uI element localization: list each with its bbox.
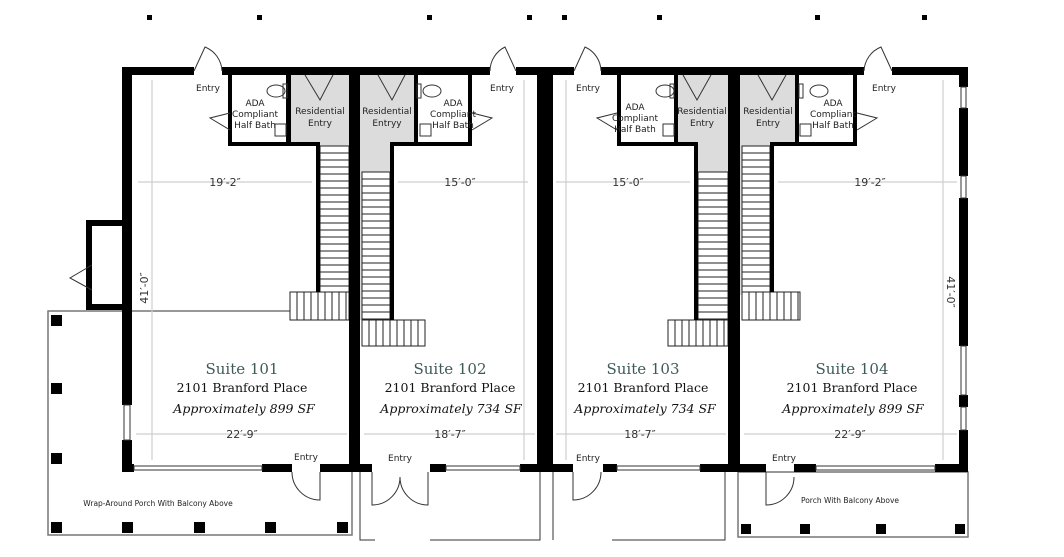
svg-text:2101 Branford Place: 2101 Branford Place [385,380,516,395]
svg-text:Half Bath: Half Bath [812,121,854,131]
grid-markers [147,15,927,20]
dim-102-top: 15′-0″ [444,176,476,189]
suite-102-label: Suite 102 2101 Branford Place Approximat… [379,360,523,416]
residential-entry-label: Entryy [372,119,402,129]
svg-text:Half Bath: Half Bath [614,125,656,135]
svg-text:Suite 103: Suite 103 [606,360,679,378]
dim-101-depth: 41′-0″ [138,272,151,304]
dimensions: 19′-2″ 15′-0″ 15′-0″ 19′-2″ 22′-9″ 18′-7… [138,176,957,441]
residential-entry-label: Residential [362,107,412,117]
dim-103-bottom: 18′-7″ [624,428,656,441]
porch-right-label: Porch With Balcony Above [801,496,899,505]
residential-entry-label: Residential [677,107,727,117]
entry-label: Entry [196,84,221,94]
stair-flight [741,145,771,293]
residential-entry-label: Entry [690,119,715,129]
porch-left: Wrap-Around Porch With Balcony Above [47,310,353,536]
walls [86,67,968,472]
toilet-icons [266,83,829,137]
stair-flight [361,171,391,321]
svg-text:2101 Branford Place: 2101 Branford Place [787,380,918,395]
stair-flight [361,319,426,347]
svg-text:Compliant: Compliant [232,110,278,120]
svg-text:ADA: ADA [443,99,463,109]
stairs [289,145,801,347]
svg-text:Compliant: Compliant [430,110,476,120]
svg-text:Compliant: Compliant [612,114,658,124]
svg-text:ADA: ADA [625,103,645,113]
porch-middle [359,472,726,541]
dim-101-top: 19′-2″ [209,176,241,189]
svg-text:Approximately 734 SF: Approximately 734 SF [379,401,523,416]
svg-text:Half Bath: Half Bath [432,121,474,131]
entry-label: Entry [576,454,601,464]
svg-text:Approximately 899 SF: Approximately 899 SF [172,401,316,416]
porch-left-label: Wrap-Around Porch With Balcony Above [83,499,233,508]
svg-text:2101 Branford Place: 2101 Branford Place [177,380,308,395]
entry-label: Entry [490,84,515,94]
svg-text:Compliant: Compliant [810,110,856,120]
svg-text:ADA: ADA [823,99,843,109]
svg-text:Suite 104: Suite 104 [815,360,888,378]
stair-flight [697,171,729,321]
entry-label: Entry [576,84,601,94]
residential-entry-label: Residential [743,107,793,117]
entry-label: Entry [388,454,413,464]
stair-flight [289,291,350,321]
svg-text:Suite 102: Suite 102 [413,360,486,378]
entry-label: Entry [294,453,319,463]
dim-102-bottom: 18′-7″ [434,428,466,441]
svg-text:2101 Branford Place: 2101 Branford Place [578,380,709,395]
suite-104-label: Suite 104 2101 Branford Place Approximat… [781,360,925,416]
dim-104-depth: 41′-0″ [944,276,957,308]
room-labels: Entry Entry Entry Entry Entry Entry Entr… [196,84,897,464]
svg-text:Suite 101: Suite 101 [205,360,278,378]
suite-103-label: Suite 103 2101 Branford Place Approximat… [573,360,717,416]
doors [68,46,893,506]
dim-101-bottom: 22′-9″ [226,428,258,441]
entry-label: Entry [872,84,897,94]
residential-entry-label: Residential [295,107,345,117]
windows [123,86,967,471]
residential-entry-label: Entry [308,119,333,129]
stair-flight [667,319,729,347]
residential-entry-label: Entry [756,119,781,129]
entry-label: Entry [772,454,797,464]
svg-text:ADA: ADA [245,99,265,109]
stair-flight [319,145,350,293]
dim-103-top: 15′-0″ [612,176,644,189]
suite-101-label: Suite 101 2101 Branford Place Approximat… [172,360,316,416]
svg-text:Half Bath: Half Bath [234,121,276,131]
svg-text:Approximately 899 SF: Approximately 899 SF [781,401,925,416]
porch-right: Porch With Balcony Above [737,471,969,538]
dim-104-bottom: 22′-9″ [834,428,866,441]
dimension-lines [136,80,957,460]
dim-104-top: 19′-2″ [854,176,886,189]
svg-text:Approximately 734 SF: Approximately 734 SF [573,401,717,416]
